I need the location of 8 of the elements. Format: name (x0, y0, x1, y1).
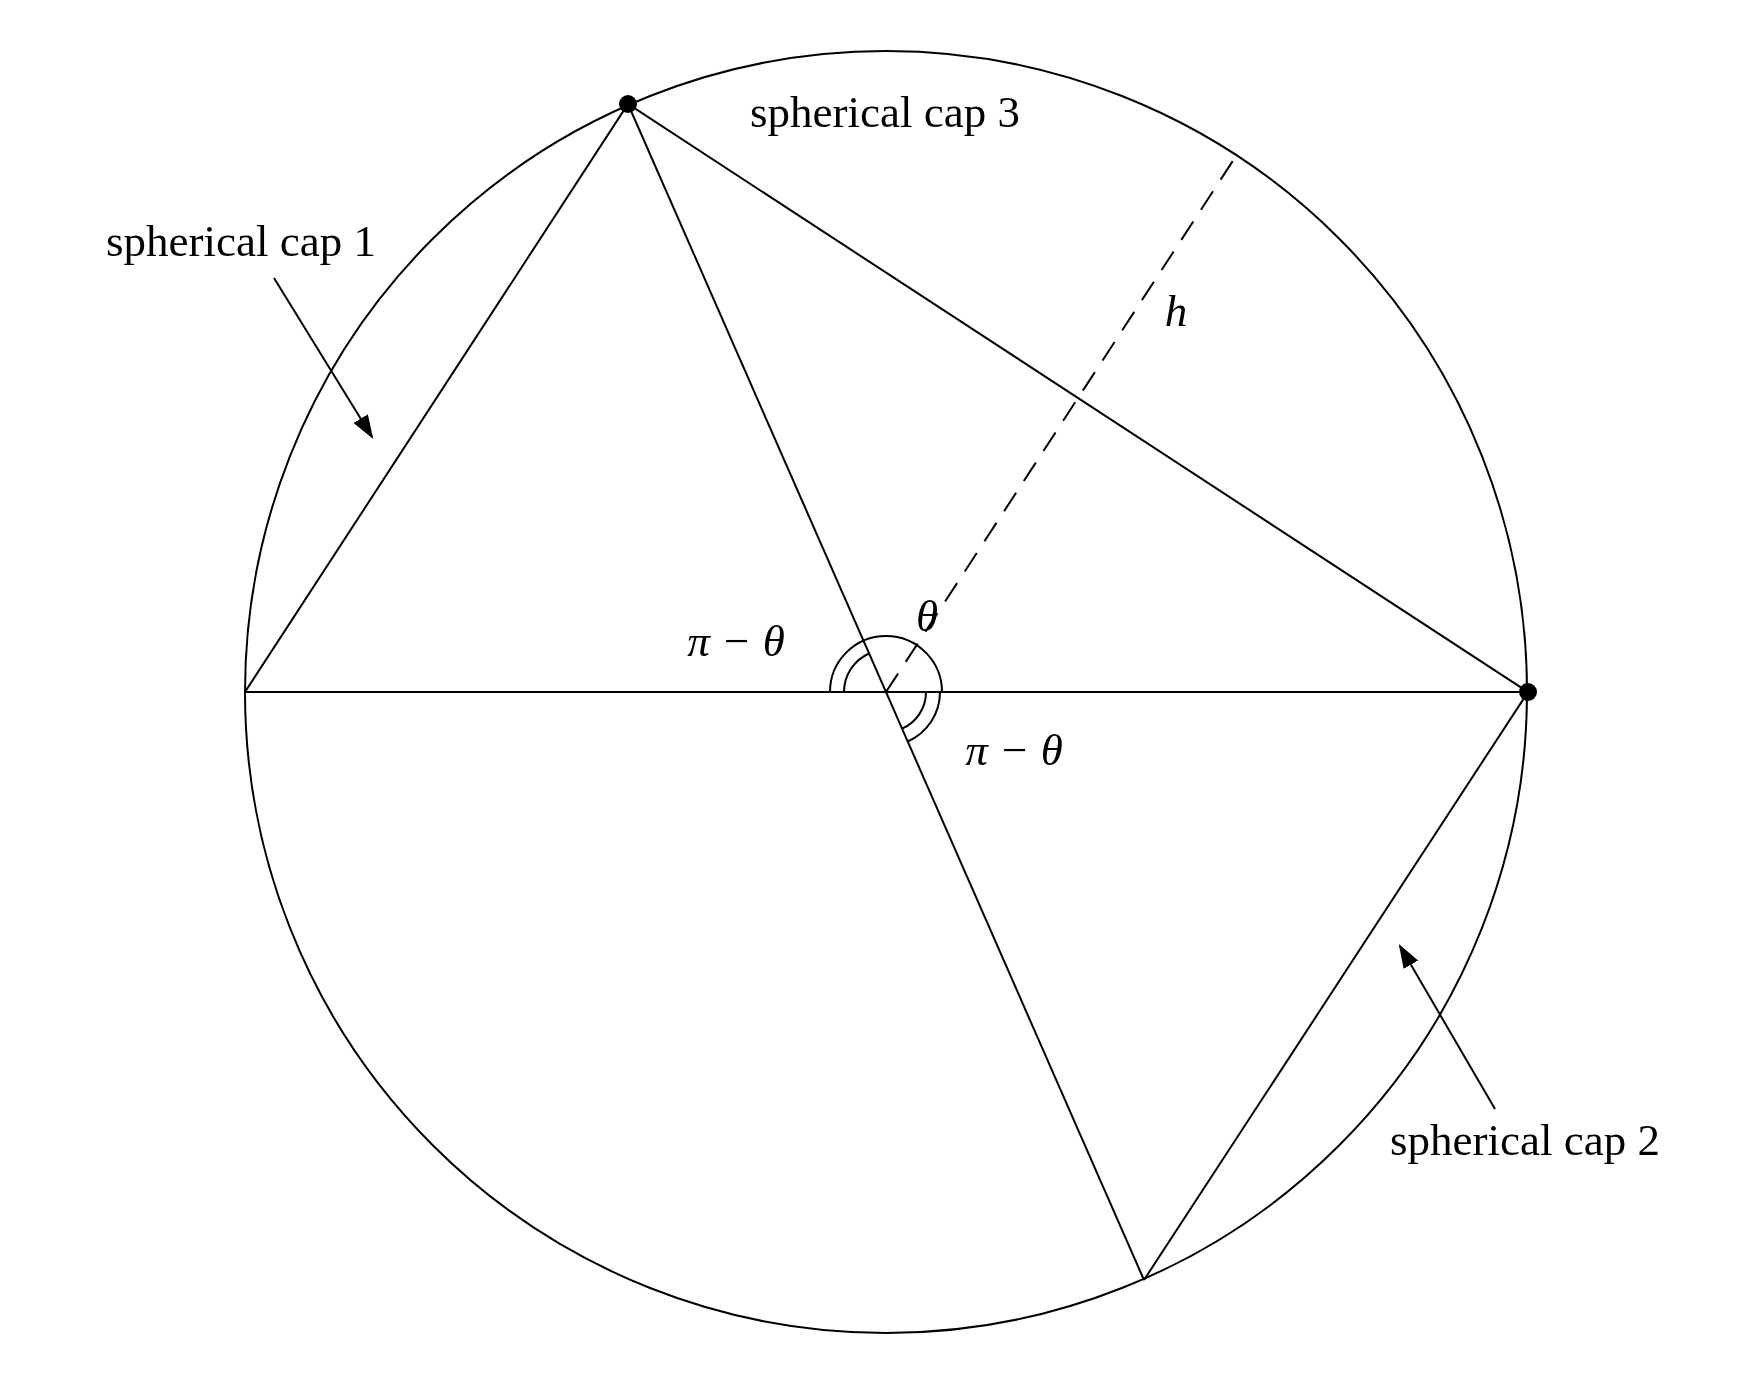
leader-arrow (273, 277, 374, 440)
height-symbol: h (1164, 288, 1188, 334)
region-label: spherical cap 1 (106, 218, 376, 264)
leader-arrow (1398, 943, 1496, 1110)
angle-label: π − θ (965, 727, 1063, 773)
region-label: spherical cap 3 (750, 89, 1020, 135)
angle-label: π − θ (687, 618, 785, 664)
region-label: spherical cap 2 (1390, 1117, 1660, 1163)
